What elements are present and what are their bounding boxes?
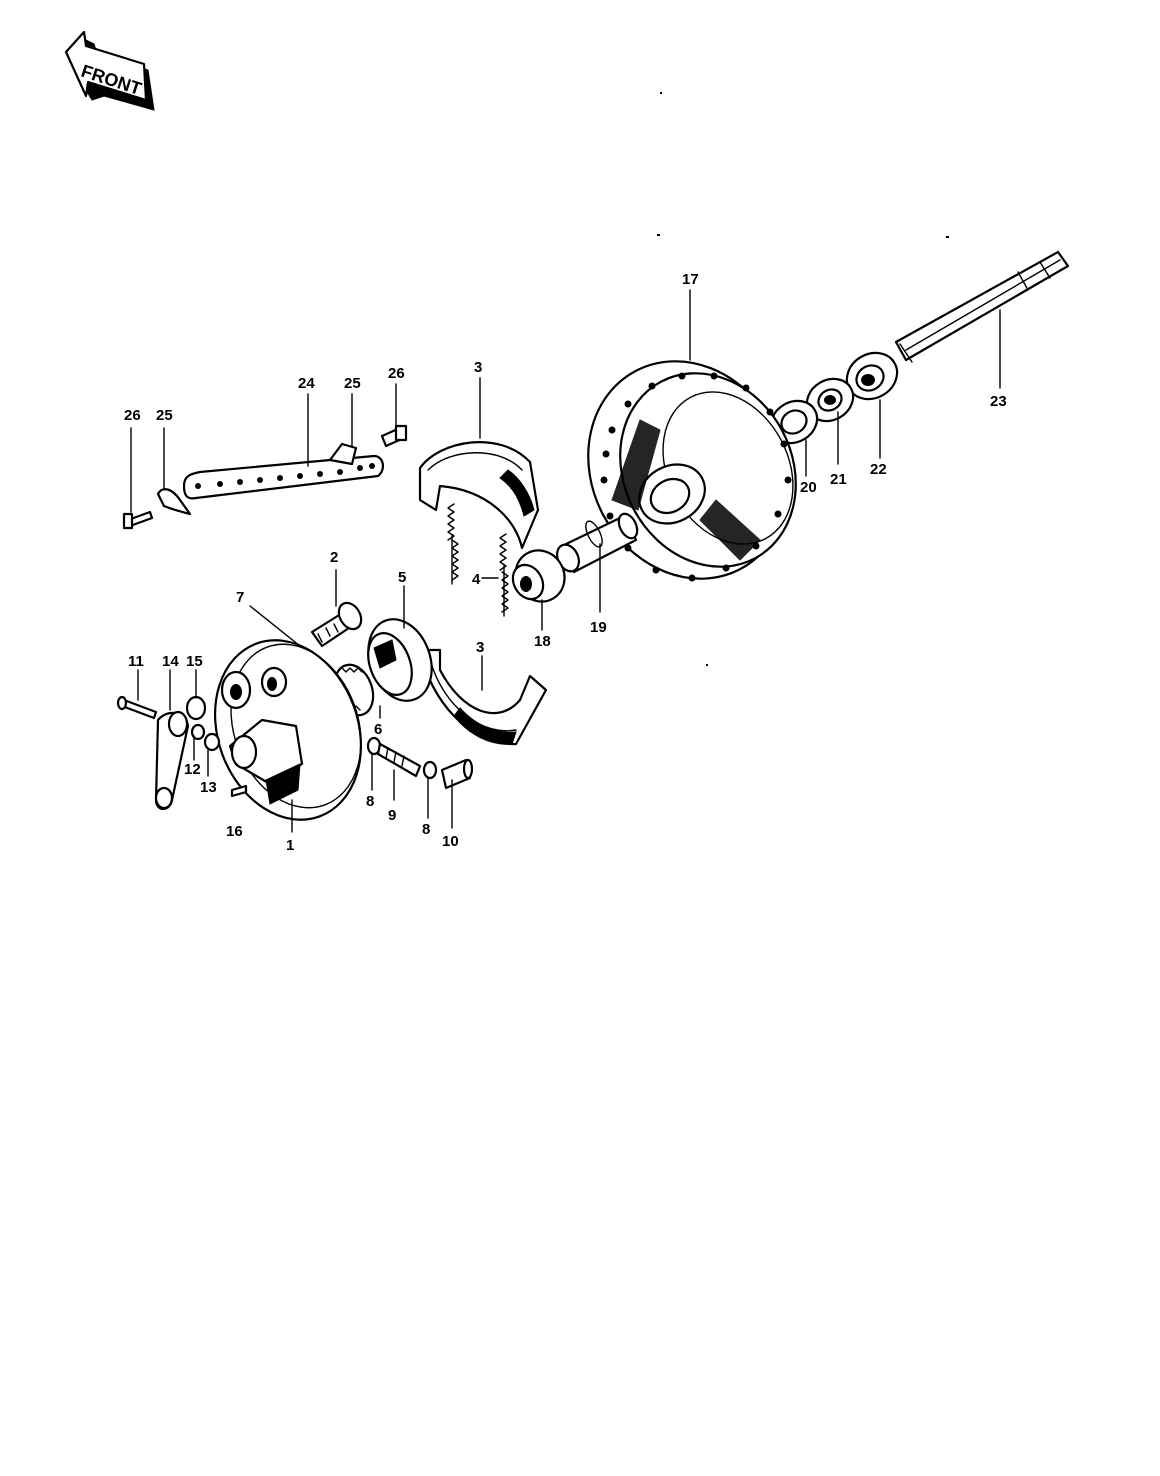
callout-21: 21 <box>830 471 847 488</box>
scan-specks <box>657 92 949 666</box>
callout-7: 7 <box>236 589 244 606</box>
callout-11: 11 <box>128 653 144 670</box>
callout-5: 5 <box>398 569 406 586</box>
torque-link-assembly <box>122 424 408 530</box>
brake-panel <box>213 639 363 821</box>
callout-16: 16 <box>226 823 243 840</box>
front-arrow-badge: FRONT <box>64 30 155 111</box>
return-springs <box>447 503 509 617</box>
callout-1: 1 <box>286 837 294 854</box>
bearing-22 <box>845 351 899 401</box>
callout-23: 23 <box>990 393 1007 410</box>
callout-14: 14 <box>162 653 179 670</box>
axle <box>894 250 1070 363</box>
callout-8: 8 <box>366 793 374 810</box>
callout-9: 9 <box>388 807 396 824</box>
callout-3: 3 <box>474 359 482 376</box>
callout-13: 13 <box>200 779 217 796</box>
bearing-21 <box>805 377 855 423</box>
callout-17: 17 <box>682 271 699 288</box>
callout-6: 6 <box>374 721 382 738</box>
callout-15: 15 <box>186 653 203 670</box>
leader-lines <box>130 289 1001 833</box>
callout-labels: 26 25 24 25 26 3 17 23 22 21 20 19 18 4 … <box>124 271 1007 854</box>
callout-20: 20 <box>800 479 817 496</box>
callout-26: 26 <box>124 407 141 424</box>
callout-19: 19 <box>590 619 607 636</box>
seal-ring <box>367 618 433 702</box>
callout-22: 22 <box>870 461 887 478</box>
brake-shoe-upper <box>418 441 540 550</box>
callout-10: 10 <box>442 833 459 850</box>
callout-8: 8 <box>422 821 430 838</box>
wheel-hub <box>587 360 797 582</box>
leader-7 <box>249 605 301 647</box>
brake-cam <box>310 601 363 648</box>
callout-2: 2 <box>330 549 338 566</box>
callout-12: 12 <box>184 761 201 778</box>
bearing-18 <box>511 549 566 603</box>
callout-4: 4 <box>472 571 481 588</box>
callout-25: 25 <box>344 375 361 392</box>
brake-shoe-lower <box>418 648 548 746</box>
callout-26: 26 <box>388 365 405 382</box>
hub-spacer <box>556 512 639 574</box>
callout-18: 18 <box>534 633 551 650</box>
callout-25: 25 <box>156 407 173 424</box>
speedometer-pinion-assembly <box>366 736 474 790</box>
callout-24: 24 <box>298 375 315 392</box>
torque-link-holes <box>195 463 375 489</box>
callout-3: 3 <box>476 639 484 656</box>
